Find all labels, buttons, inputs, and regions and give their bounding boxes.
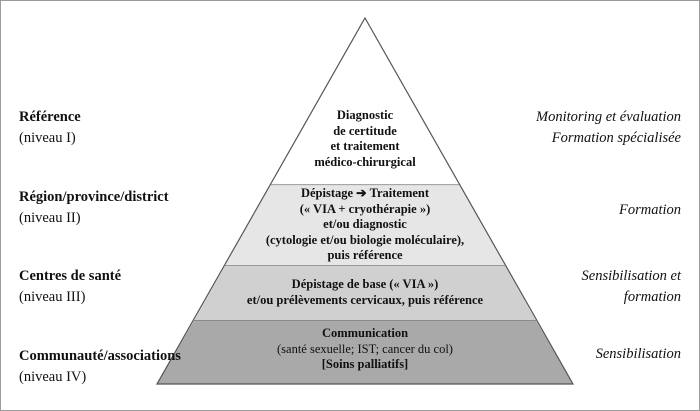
arrow-right-icon: ➔ [356,186,367,200]
tier-title: Communication [321,326,409,340]
level-subtitle: (niveau I) [19,130,76,146]
level-subtitle: (niveau III) [19,289,86,305]
tier-line: médico-chirurgical [314,154,416,169]
tier-line: et/ou prélèvements cervicaux, puis référ… [246,292,484,307]
level-3-label: Centres de santé (niveau III) [19,266,121,308]
level-subtitle: (niveau IV) [19,369,87,385]
tier-line: (santé sexuelle; IST; cancer du col) [277,341,453,356]
level-2-label: Région/province/district (niveau II) [19,187,169,229]
tier-line: Dépistage ➔ Traitement [230,186,500,202]
level-title: Région/province/district [19,189,169,205]
activity-text: Formation [618,202,681,218]
level-subtitle: (niveau II) [19,210,81,226]
tier-line-part: Dépistage [300,186,354,200]
activity-text: Sensibilisation et [581,268,681,284]
tier-line: (« VIA + cryothérapie ») [299,201,431,216]
level-1-label: Référence (niveau I) [19,107,81,149]
tier-1-shape [270,18,460,185]
level-title: Communauté/associations [19,348,181,364]
level-1-activities: Monitoring et évaluation Formation spéci… [481,107,681,149]
tier-line: et/ou diagnostic [323,217,407,231]
level-4-label: Communauté/associations (niveau IV) [19,346,181,388]
tier-1-text: Diagnostic de certitude et traitement mé… [265,108,465,170]
tier-3-text: Dépistage de base (« VIA ») et/ou prélèv… [220,277,510,308]
tier-line: de certitude [333,123,397,138]
tier-4-shape [157,320,573,384]
tier-2-shape [225,184,505,266]
tier-line: (cytologie et/ou biologie moléculaire), [265,232,465,247]
tier-4-text: Communication (santé sexuelle; IST; canc… [215,326,515,373]
activity-text: formation [623,289,681,305]
tier-line-part: Traitement [369,186,430,200]
level-2-activities: Formation [481,200,681,221]
activity-text: Formation spécialisée [551,130,681,146]
level-3-activities: Sensibilisation et formation [481,266,681,308]
tier-line: et traitement [330,139,400,153]
tier-line: [Soins palliatifs] [321,357,409,371]
level-title: Référence [19,109,81,125]
level-title: Centres de santé [19,268,122,284]
level-4-activities: Sensibilisation [481,344,681,365]
tier-line: Dépistage de base (« VIA ») [291,277,439,291]
pyramid-outline [155,16,575,385]
tier-2-text: Dépistage ➔ Traitement (« VIA + cryothér… [230,186,500,264]
tier-3-shape [194,265,536,321]
activity-text: Monitoring et évaluation [536,109,681,125]
tier-line: puis référence [327,248,403,262]
activity-text: Sensibilisation [595,346,681,362]
tier-line: Diagnostic [336,108,394,122]
